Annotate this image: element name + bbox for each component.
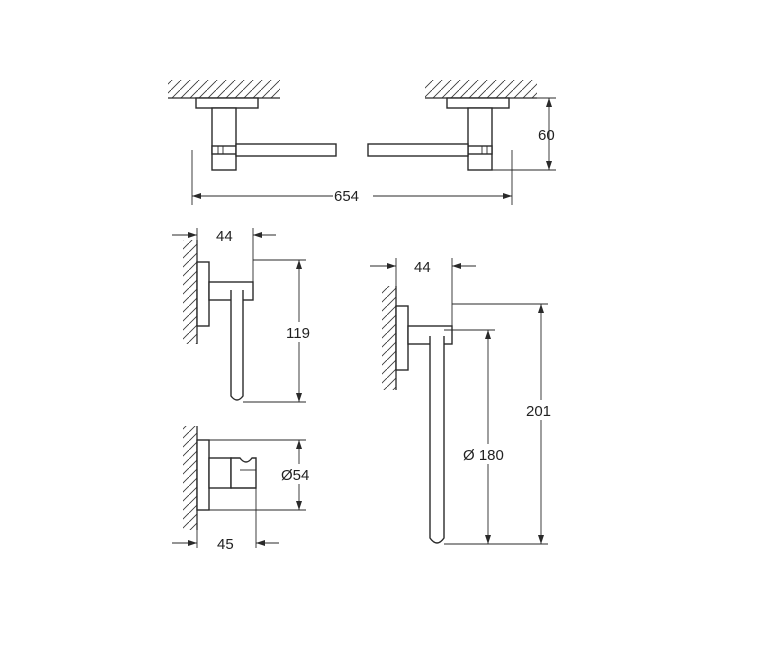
dim-label-ring-height: 201 (526, 403, 551, 420)
hook-bar (230, 290, 244, 401)
left-post (211, 107, 237, 171)
wall-hatching-ring (382, 286, 396, 390)
dim-label-towel-rail-width: 654 (334, 188, 359, 205)
rosette-cap (230, 457, 257, 489)
hook-rosette (196, 261, 210, 327)
ring-bar (429, 336, 445, 544)
right-collar (467, 145, 493, 155)
dim-label-hook-projection: 44 (216, 228, 233, 245)
dim-label-rosette-diameter: Ø54 (281, 467, 309, 484)
dim-label-towel-rail-projection: 60 (538, 127, 555, 144)
towel-ring-view: 44 201 Ø 180 (370, 258, 560, 545)
towel-rail-view: 60 654 (168, 80, 556, 205)
dim-label-rosette-projection: 45 (217, 536, 234, 553)
right-post (467, 107, 493, 171)
rosette-body (208, 457, 232, 489)
left-rosette (195, 97, 259, 109)
wall-hatching-right (425, 80, 537, 98)
rail-bar-left (235, 143, 337, 157)
ring-rosette (395, 305, 409, 371)
wall-hatching-hook (183, 240, 197, 344)
hook-view: 44 119 (172, 228, 317, 403)
rosette-base (196, 439, 210, 511)
dim-label-hook-height: 119 (286, 325, 310, 342)
dim-label-ring-diameter: Ø 180 (463, 447, 504, 464)
wall-hatching-rosette (183, 426, 197, 530)
rosette-hook-view: Ø54 45 (172, 426, 322, 553)
left-collar (211, 145, 237, 155)
dim-label-ring-projection: 44 (414, 259, 431, 276)
right-rosette (446, 97, 510, 109)
wall-hatching-left (168, 80, 280, 98)
rail-bar-right (367, 143, 469, 157)
